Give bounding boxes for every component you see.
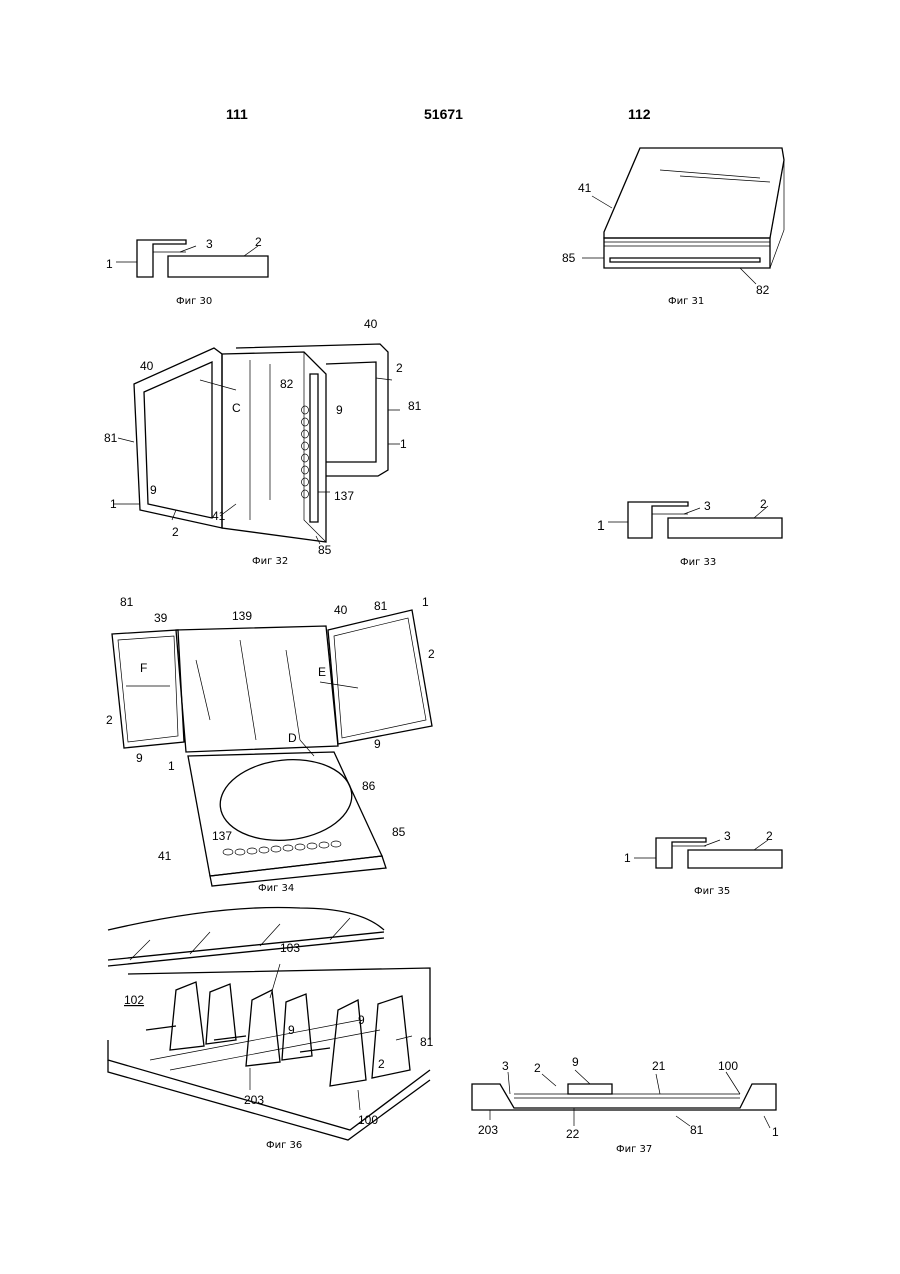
- fig32-label: 41: [212, 509, 226, 523]
- fig37-label: 203: [478, 1123, 498, 1137]
- fig33-label: 1: [597, 517, 605, 533]
- fig31-label: 41: [578, 181, 592, 195]
- fig34-label: F: [140, 661, 147, 675]
- fig36-label: 103: [280, 941, 300, 955]
- fig37-label: 100: [718, 1059, 738, 1073]
- fig37-label: 9: [572, 1055, 579, 1069]
- fig32-label: 9: [150, 483, 157, 497]
- fig30-drawing: 1 3 2: [106, 235, 268, 277]
- fig37-label: 2: [534, 1061, 541, 1075]
- fig36-label: 203: [244, 1093, 264, 1107]
- fig36-label: 9: [288, 1023, 295, 1037]
- fig34-label: 40: [334, 603, 348, 617]
- fig36-label: 2: [378, 1057, 385, 1071]
- fig32-label: 82: [280, 377, 294, 391]
- fig31-label: 82: [756, 283, 770, 297]
- fig36-drawing: 103 102 9 9 81 2 203 100: [108, 907, 434, 1140]
- fig34-label: 1: [422, 595, 429, 609]
- fig32-label: 2: [396, 361, 403, 375]
- fig37-label: 1: [772, 1125, 779, 1139]
- fig34-label: E: [318, 665, 326, 679]
- fig36-label: 100: [358, 1113, 378, 1127]
- fig37-label: 22: [566, 1127, 580, 1141]
- fig34-label: 9: [136, 751, 143, 765]
- fig34-label: 85: [392, 825, 406, 839]
- fig34-label: 81: [120, 595, 134, 609]
- fig34-label: 2: [428, 647, 435, 661]
- fig32-label: C: [232, 401, 241, 415]
- fig32-label: 2: [172, 525, 179, 539]
- fig37-label: 81: [690, 1123, 704, 1137]
- fig30-label: 3: [206, 237, 213, 251]
- fig35-label: 3: [724, 829, 731, 843]
- fig34-label: 81: [374, 599, 388, 613]
- fig32-label: 40: [140, 359, 154, 373]
- fig32-label: 85: [318, 543, 332, 557]
- fig35-label: 2: [766, 829, 773, 843]
- fig37-label: 3: [502, 1059, 509, 1073]
- fig35-drawing: 1 3 2: [624, 829, 782, 868]
- fig32-drawing: 40 40 2 81 81 C 82 9 9 1 1 137 2 41 85: [104, 317, 422, 557]
- fig34-label: 41: [158, 849, 172, 863]
- fig37-label: 21: [652, 1059, 666, 1073]
- fig36-label: 81: [420, 1035, 434, 1049]
- fig33-label: 2: [760, 497, 767, 511]
- fig34-label: 86: [362, 779, 376, 793]
- fig36-label: 9: [358, 1013, 365, 1027]
- fig34-label: 137: [212, 829, 232, 843]
- fig32-label: 81: [104, 431, 118, 445]
- fig34-label: 1: [168, 759, 175, 773]
- fig32-label: 9: [336, 403, 343, 417]
- fig34-label: 2: [106, 713, 113, 727]
- fig31-label: 85: [562, 251, 576, 265]
- fig32-label: 1: [110, 497, 117, 511]
- fig36-label: 102: [124, 993, 144, 1007]
- fig34-label: 139: [232, 609, 252, 623]
- fig31-drawing: 41 85 82: [562, 148, 784, 297]
- fig37-drawing: 3 2 9 21 100 203 22 81 1: [472, 1055, 779, 1141]
- fig35-label: 1: [624, 851, 631, 865]
- fig32-label: 1: [400, 437, 407, 451]
- fig32-label: 81: [408, 399, 422, 413]
- fig34-drawing: 81 39 139 40 81 1 F E 2 2 D 9 9 1 86 137…: [106, 595, 435, 886]
- fig34-label: D: [288, 731, 297, 745]
- fig33-drawing: 1 3 2: [597, 497, 782, 538]
- fig34-label: 9: [374, 737, 381, 751]
- fig33-label: 3: [704, 499, 711, 513]
- fig32-label: 40: [364, 317, 378, 331]
- fig30-label: 1: [106, 257, 113, 271]
- fig30-label: 2: [255, 235, 262, 249]
- fig32-label: 137: [334, 489, 354, 503]
- fig34-label: 39: [154, 611, 168, 625]
